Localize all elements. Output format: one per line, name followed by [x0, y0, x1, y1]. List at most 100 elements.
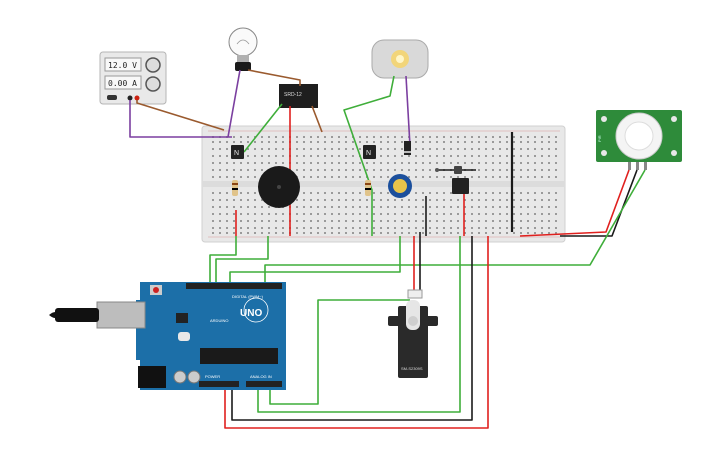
breadboard-hole — [338, 141, 340, 143]
breadboard-hole — [387, 148, 389, 150]
breadboard-hole — [366, 136, 368, 138]
power-header[interactable] — [199, 381, 239, 387]
usb-port[interactable] — [96, 301, 146, 329]
breadboard-hole — [317, 199, 319, 201]
breadboard-hole — [373, 162, 375, 164]
breadboard-hole — [541, 136, 543, 138]
wire-purple-supply — [129, 100, 232, 138]
transistor-left[interactable]: N — [231, 145, 244, 159]
breadboard-hole — [443, 141, 445, 143]
breadboard-hole — [380, 206, 382, 208]
light-bulb[interactable] — [228, 27, 258, 71]
voltage-knob[interactable] — [145, 57, 161, 73]
breadboard-hole — [380, 176, 382, 178]
breadboard-hole — [506, 232, 508, 234]
resistor-left[interactable] — [232, 180, 238, 196]
arduino-uno[interactable]: UNO ARDUINO DIGITAL (PWM~) POWER ANALOG … — [49, 282, 286, 390]
breadboard-hole — [415, 169, 417, 171]
resistor-right[interactable] — [365, 180, 371, 196]
breadboard-hole — [247, 162, 249, 164]
wire-brown-relay — [311, 105, 323, 133]
breadboard-hole — [331, 141, 333, 143]
wire-red-5v — [224, 236, 489, 429]
diode[interactable] — [404, 141, 411, 155]
breadboard-hole — [324, 141, 326, 143]
breadboard-hole — [527, 162, 529, 164]
breadboard-hole — [345, 169, 347, 171]
breadboard-hole — [226, 141, 228, 143]
breadboard-hole — [506, 169, 508, 171]
breadboard-hole — [387, 227, 389, 229]
breadboard-hole — [387, 141, 389, 143]
breadboard-hole — [422, 206, 424, 208]
breadboard-hole — [226, 192, 228, 194]
breadboard-hole — [478, 232, 480, 234]
breadboard-hole — [492, 162, 494, 164]
breadboard-hole — [450, 155, 452, 157]
breadboard-hole — [268, 227, 270, 229]
analog-header[interactable] — [246, 381, 282, 387]
breadboard-hole — [310, 148, 312, 150]
breadboard-hole — [366, 169, 368, 171]
piezo-buzzer[interactable] — [258, 166, 300, 208]
breadboard-hole — [492, 232, 494, 234]
digital-header[interactable] — [186, 283, 282, 289]
breadboard-hole — [331, 192, 333, 194]
ic-chip[interactable] — [452, 178, 469, 194]
breadboard-hole — [212, 176, 214, 178]
breadboard-hole — [485, 213, 487, 215]
breadboard-hole — [527, 199, 529, 201]
pir-sensor[interactable]: PIR — [596, 110, 682, 170]
breadboard-hole — [429, 220, 431, 222]
wire-black-pir — [560, 169, 638, 237]
breadboard-hole — [303, 199, 305, 201]
breadboard-hole — [324, 220, 326, 222]
power-switch[interactable] — [107, 95, 117, 100]
breadboard-hole — [422, 192, 424, 194]
breadboard-hole — [240, 176, 242, 178]
breadboard-hole — [268, 155, 270, 157]
breadboard-hole — [450, 206, 452, 208]
breadboard-hole — [282, 148, 284, 150]
breadboard-hole — [541, 148, 543, 150]
breadboard-hole — [247, 169, 249, 171]
breadboard-hole — [422, 136, 424, 138]
breadboard-hole — [443, 199, 445, 201]
breadboard-hole — [303, 136, 305, 138]
terminal-positive[interactable] — [134, 95, 140, 101]
relay[interactable]: SRD-12 — [279, 84, 318, 108]
breadboard-hole — [457, 176, 459, 178]
breadboard-hole — [247, 148, 249, 150]
breadboard-hole — [464, 136, 466, 138]
breadboard-hole — [331, 220, 333, 222]
breadboard-hole — [352, 155, 354, 157]
breadboard-hole — [534, 227, 536, 229]
capacitor[interactable] — [435, 166, 462, 174]
breadboard-hole — [520, 192, 522, 194]
breadboard-hole — [254, 213, 256, 215]
breadboard-hole — [464, 220, 466, 222]
breadboard-hole — [275, 136, 277, 138]
dc-motor[interactable] — [371, 39, 429, 79]
power-supply[interactable]: 12.0 V 0.00 A — [99, 51, 167, 105]
current-knob[interactable] — [145, 76, 161, 92]
breadboard-hole — [212, 192, 214, 194]
terminal-negative[interactable] — [127, 95, 133, 101]
power-jack[interactable] — [138, 366, 166, 388]
breadboard-hole — [443, 162, 445, 164]
servo-motor[interactable]: SM-S2309S — [388, 289, 438, 378]
breadboard-hole — [513, 227, 515, 229]
breadboard-hole — [464, 176, 466, 178]
breadboard-hole — [401, 213, 403, 215]
breadboard-hole — [352, 206, 354, 208]
breadboard[interactable] — [201, 125, 566, 243]
breadboard-hole — [464, 141, 466, 143]
breadboard-hole — [324, 162, 326, 164]
transistor-right[interactable]: N — [363, 145, 376, 159]
breadboard-hole — [254, 155, 256, 157]
breadboard-hole — [436, 206, 438, 208]
breadboard-hole — [499, 169, 501, 171]
breadboard-hole — [422, 148, 424, 150]
potentiometer[interactable] — [388, 174, 412, 198]
breadboard-hole — [317, 148, 319, 150]
